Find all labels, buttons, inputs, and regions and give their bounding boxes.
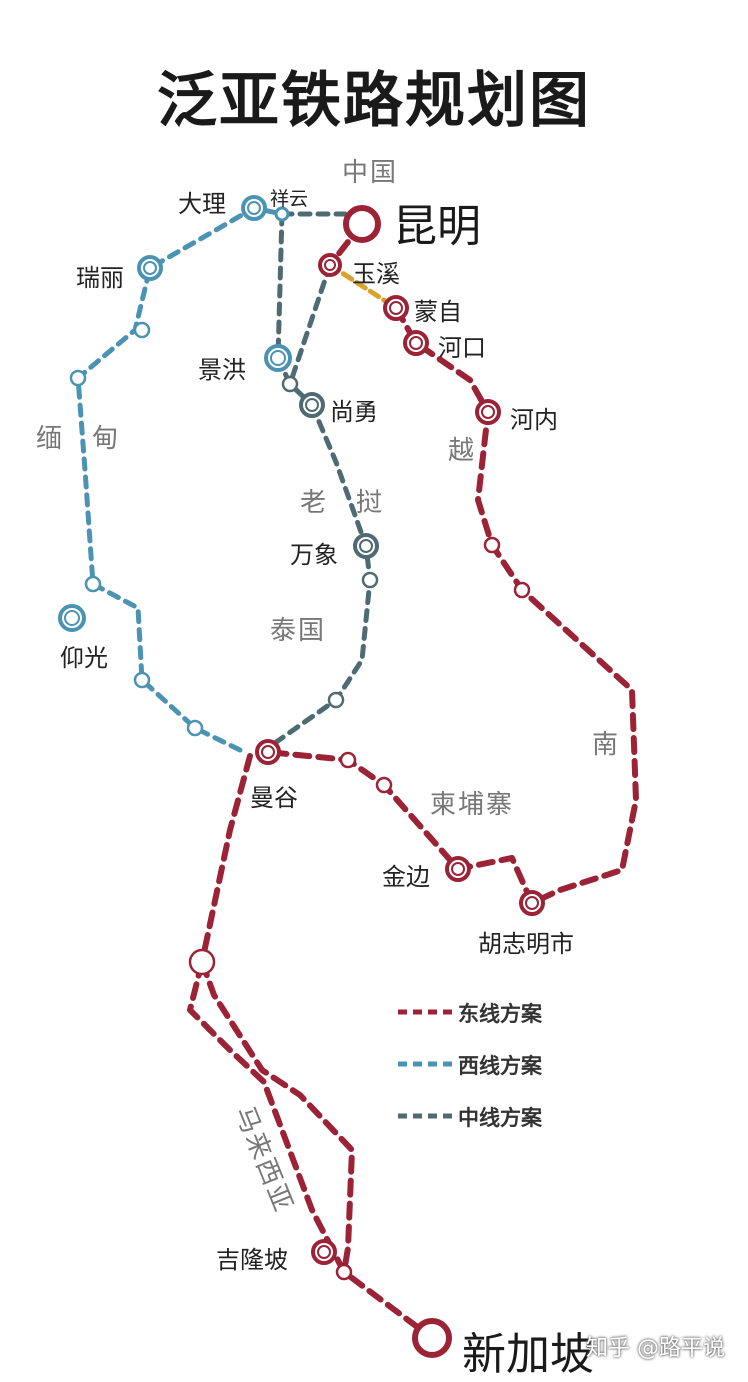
country-label-myanmar-1: 缅 [36,424,65,454]
legend-label-west: 西线方案 [458,1054,542,1078]
city-label-dali: 大理 [178,190,226,218]
waypoint-node-12 [188,948,216,976]
city-label-yuxi: 玉溪 [352,260,400,288]
city-label-singapore: 新加坡 [462,1329,594,1380]
country-label-laos-1: 老 [300,488,329,518]
country-label-myanmar-2: 甸 [92,424,121,454]
station-marker-jinghong [264,344,292,372]
station-marker-dali [241,195,267,221]
waypoint-node-8 [483,536,501,554]
country-label-vietnam-2: 南 [592,730,621,760]
waypoint-node-10 [339,751,357,769]
stations [58,195,545,1358]
city-label-hekou: 河口 [438,334,486,362]
station-marker-hekou [403,330,429,356]
waypoint-node-0 [133,321,151,339]
station-marker-yangon [58,604,86,632]
country-label-china: 中国 [342,158,399,188]
station-marker-mengzi [383,295,409,321]
city-label-jinghong: 景洪 [198,356,246,384]
waypoint-node-7 [327,691,345,709]
waypoint-node-1 [69,369,87,387]
east-line-route-malaysia-east [199,959,355,1275]
map-title: 泛亚铁路规划图 [157,66,591,136]
station-marker-hanoi [475,399,501,425]
station-marker-yuxi [318,253,342,277]
east-line-route-cambodia [265,749,535,906]
waypoint-node-2 [84,575,102,593]
city-label-xiangyun: 祥云 [270,188,309,210]
link-line-yuxi-mengzi [327,262,399,311]
city-label-yangon: 仰光 [60,644,108,672]
waypoint-node-5 [281,375,299,393]
station-marker-ruili [137,255,163,281]
city-label-hcmc: 胡志明市 [478,930,574,958]
west-line-route [75,205,285,753]
station-marker-phnompenh [445,856,471,882]
middle-line-route-2 [287,262,333,387]
legend-label-east: 东线方案 [458,1002,542,1026]
station-marker-hcmc [519,890,545,916]
waypoint-node-6 [361,571,379,589]
waypoint-node-13 [335,1263,353,1281]
city-label-phnompenh: 金边 [382,863,430,891]
station-marker-vientiane [353,533,379,559]
station-marker-boten [299,392,325,418]
city-label-bangkok: 曼谷 [250,784,298,812]
routes [75,205,639,1341]
city-label-kunming: 昆明 [393,201,481,252]
city-label-mengzi: 蒙自 [414,298,462,326]
east-line-route-south [199,753,253,965]
waypoint-node-9 [513,581,531,599]
station-marker-kunming [343,205,381,243]
country-label-vietnam-1: 越 [448,436,477,466]
station-marker-singapore [412,1318,452,1358]
country-label-laos-2: 挝 [356,488,385,518]
middle-line-route-1 [275,211,315,408]
city-label-boten: 尚勇 [330,398,378,426]
watermark: 知乎 @路平说 [586,1336,725,1361]
waypoint-node-11 [375,776,393,794]
middle-line-route-3 [259,402,373,755]
station-marker-bangkok [255,739,281,765]
country-label-thailand: 泰国 [270,616,327,646]
city-label-kualalumpur: 吉隆坡 [216,1246,288,1274]
legend-lines [398,1009,452,1119]
city-label-ruili: 瑞丽 [76,264,124,292]
city-label-hanoi: 河内 [510,406,558,434]
country-label-cambodia: 柬埔寨 [430,790,515,820]
station-marker-xiangyun [274,206,290,222]
city-label-vientiane: 万象 [290,541,338,569]
east-line-route-vietnam [393,305,639,906]
station-marker-kualalumpur [311,1239,337,1265]
legend-label-middle: 中线方案 [458,1106,542,1130]
waypoint-node-3 [133,671,151,689]
waypoint-node-4 [186,719,204,737]
